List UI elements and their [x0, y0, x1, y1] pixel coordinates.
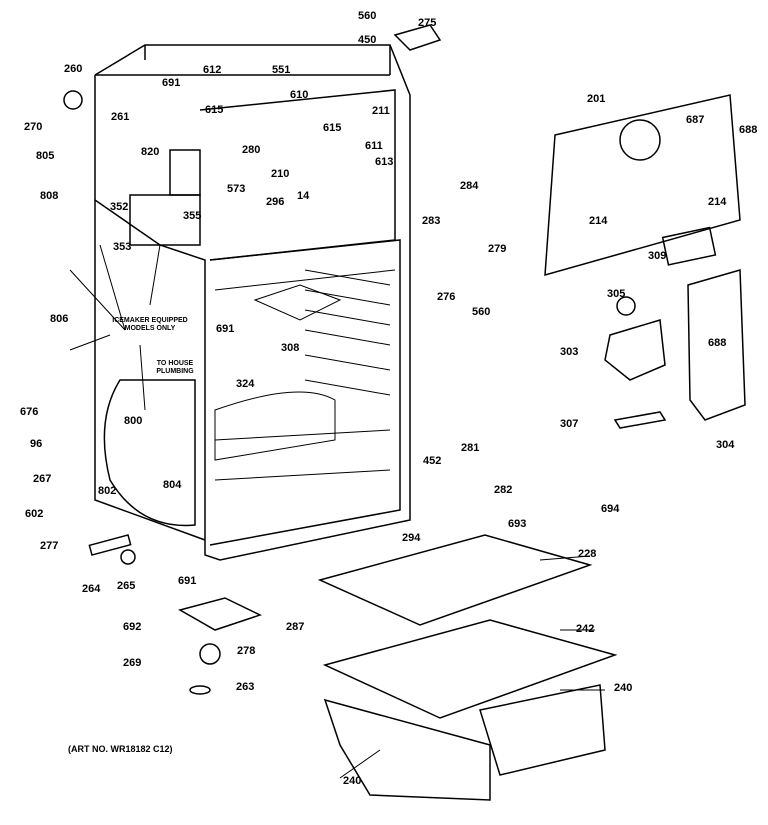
part-label: 692	[123, 621, 142, 633]
part-label: 267	[33, 473, 52, 485]
grille-304	[687, 269, 746, 421]
part-label: 688	[739, 124, 758, 136]
part-label: 355	[183, 210, 202, 222]
plumbing-note: TO HOUSE PLUMBING	[156, 360, 194, 375]
part-label: 287	[286, 621, 305, 633]
part-label: 242	[576, 623, 595, 635]
part-label: 687	[686, 114, 705, 126]
part-label: 294	[402, 532, 421, 544]
part-label: 808	[40, 190, 59, 202]
part-label: 214	[589, 215, 608, 227]
part-label: 210	[271, 168, 290, 180]
part-label: 560	[472, 306, 491, 318]
control-303	[604, 319, 666, 381]
shelf-rails	[214, 269, 396, 481]
part-label: 307	[560, 418, 579, 430]
part-label: 352	[110, 201, 129, 213]
label-309	[661, 226, 717, 266]
leader-lines	[69, 244, 605, 779]
part-label: 551	[272, 64, 291, 76]
part-label: 279	[488, 243, 507, 255]
part-label: 610	[290, 89, 309, 101]
part-label: 240	[343, 775, 362, 787]
part-label: 615	[205, 104, 224, 116]
part-label: 611	[365, 140, 383, 152]
part-label: 281	[461, 442, 480, 454]
part-label: 615	[323, 122, 342, 134]
part-label: 308	[281, 342, 300, 354]
part-label: 305	[607, 288, 626, 300]
part-label: 602	[25, 508, 44, 520]
part-label: 691	[162, 77, 181, 89]
part-label: 283	[422, 215, 441, 227]
part-label: 805	[36, 150, 55, 162]
part-label: 228	[578, 548, 597, 560]
part-label: 284	[460, 180, 479, 192]
crisper-drawer-240-right	[479, 684, 606, 776]
part-label: 800	[124, 415, 143, 427]
part-label: 688	[708, 337, 727, 349]
part-label: 214	[708, 196, 727, 208]
part-label: 804	[163, 479, 182, 491]
part-label: 278	[237, 645, 256, 657]
part-label: 282	[494, 484, 513, 496]
part-label: 275	[418, 17, 437, 29]
part-label: 240	[614, 682, 633, 694]
part-label: 270	[24, 121, 43, 133]
part-label: 613	[375, 156, 394, 168]
part-label: 276	[437, 291, 456, 303]
part-label: 264	[82, 583, 101, 595]
part-label: 280	[242, 144, 261, 156]
part-label: 573	[227, 183, 246, 195]
part-label: 211	[372, 105, 390, 117]
part-label: 14	[297, 190, 310, 202]
part-label: 353	[113, 241, 132, 253]
evaporator-cover-201	[544, 94, 741, 277]
part-label: 96	[30, 438, 43, 450]
part-label: 691	[178, 575, 197, 587]
art-number: (ART NO. WR18182 C12)	[68, 744, 173, 754]
part-label: 303	[560, 346, 579, 358]
part-label: 694	[601, 503, 620, 515]
part-label: 201	[587, 93, 606, 105]
crisper-drawer-240-left	[323, 698, 491, 801]
part-label: 261	[111, 111, 130, 123]
part-label: 450	[358, 34, 377, 46]
bracket-307	[613, 411, 667, 429]
part-label: 260	[64, 63, 83, 75]
part-label: 265	[117, 580, 136, 592]
part-label: 304	[716, 439, 735, 451]
part-label: 277	[40, 540, 59, 552]
shelf-228	[317, 534, 593, 626]
part-label: 309	[648, 250, 667, 262]
part-label: 296	[266, 196, 285, 208]
part-label: 612	[203, 64, 222, 76]
icemaker-note: ICEMAKER EQUIPPED MODELS ONLY	[112, 317, 188, 332]
part-label: 452	[423, 455, 442, 467]
part-label: 324	[236, 378, 255, 390]
part-label: 693	[508, 518, 527, 530]
part-label: 820	[141, 146, 160, 158]
cabinet-outline	[94, 44, 411, 561]
part-label: 691	[216, 323, 235, 335]
part-label: 802	[98, 485, 117, 497]
crisper-cover-242	[322, 619, 618, 719]
part-label: 676	[20, 406, 39, 418]
part-label: 560	[358, 10, 377, 22]
part-label: 269	[123, 657, 142, 669]
part-label: 806	[50, 313, 69, 325]
part-label: 263	[236, 681, 255, 693]
